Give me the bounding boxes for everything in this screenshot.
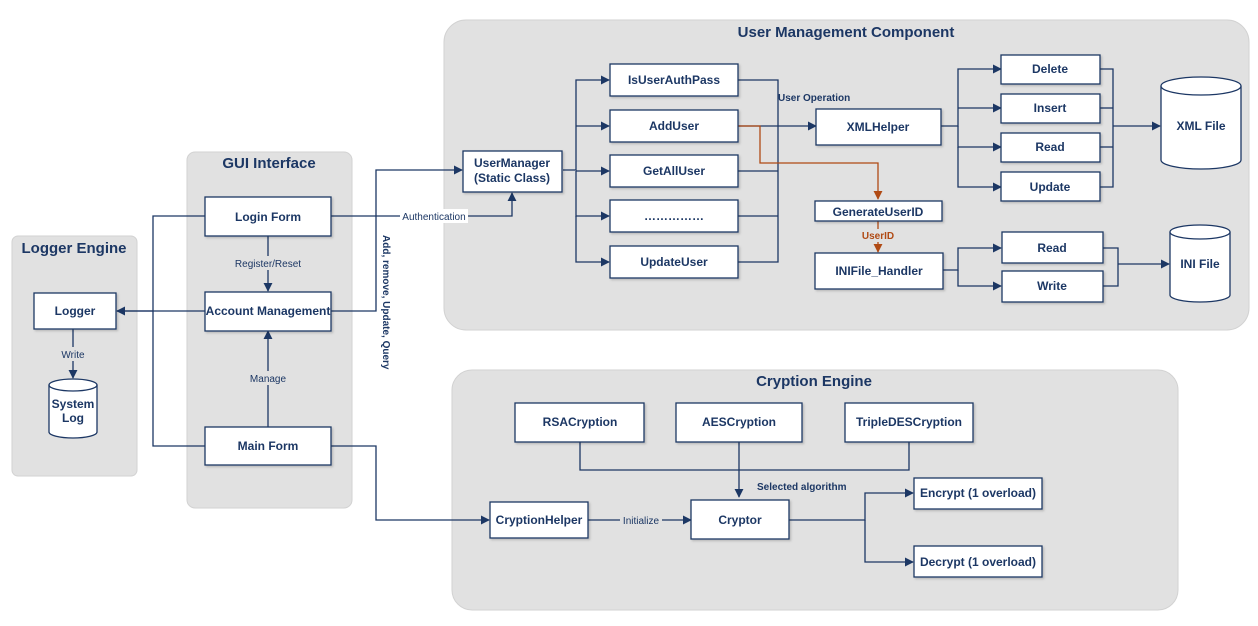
dots-box: …………… xyxy=(609,199,739,233)
delete-box: Delete xyxy=(1000,54,1101,85)
edge-ini-bus xyxy=(1103,247,1119,287)
update-user-label: UpdateUser xyxy=(640,255,708,269)
label-register-reset: Register/Reset xyxy=(235,259,301,270)
user-manager-box: UserManager (Static Class) xyxy=(462,150,563,193)
edge-xml-bus xyxy=(1100,68,1114,188)
edge-main-to-cryptionhelper xyxy=(331,445,490,525)
is-user-auth-pass-label: IsUserAuthPass xyxy=(628,73,720,87)
generate-user-id-label: GenerateUserID xyxy=(833,205,924,219)
panel-title-gui: GUI Interface xyxy=(222,155,315,172)
label-user-id: UserID xyxy=(862,231,894,242)
encrypt-label: Encrypt (1 overload) xyxy=(920,486,1036,500)
aes-cryption-box: AESCryption xyxy=(675,402,803,443)
insert-label: Insert xyxy=(1034,101,1067,115)
label-initialize: Initialize xyxy=(623,516,660,527)
read-xml-label: Read xyxy=(1035,140,1064,154)
update-box: Update xyxy=(1000,171,1101,202)
data-stores: System Log XML File INI File xyxy=(48,76,1242,439)
get-all-user-box: GetAllUser xyxy=(609,154,739,188)
edge-xml-update xyxy=(957,147,1002,192)
xml-helper-label: XMLHelper xyxy=(847,120,910,134)
edge-login-to-usermanager xyxy=(331,192,517,217)
account-management-box: Account Management xyxy=(204,291,332,332)
add-user-box: AddUser xyxy=(609,109,739,143)
triple-des-cryption-box: TripleDESCryption xyxy=(844,402,974,443)
read-ini-label: Read xyxy=(1037,241,1066,255)
insert-box: Insert xyxy=(1000,93,1101,124)
label-write: Write xyxy=(61,350,85,361)
account-management-label: Account Management xyxy=(206,304,331,318)
edge-xml-delete xyxy=(941,64,1002,127)
read-ini-box: Read xyxy=(1001,231,1104,264)
get-all-user-label: GetAllUser xyxy=(643,164,705,178)
cryption-helper-box: CryptionHelper xyxy=(489,501,589,539)
user-manager-label-2: (Static Class) xyxy=(474,171,550,185)
decrypt-label: Decrypt (1 overload) xyxy=(920,555,1036,569)
encrypt-box: Encrypt (1 overload) xyxy=(913,477,1043,510)
delete-label: Delete xyxy=(1032,62,1068,76)
label-authentication: Authentication xyxy=(402,212,465,223)
cryption-helper-label: CryptionHelper xyxy=(496,513,583,527)
main-form-box: Main Form xyxy=(204,426,332,466)
edge-labels: Register/Reset Manage Write Authenticati… xyxy=(60,93,894,527)
edge-algos-bus xyxy=(579,442,910,471)
system-log-cylinder-icon: System Log xyxy=(48,378,98,439)
update-user-box: UpdateUser xyxy=(609,245,739,279)
main-form-label: Main Form xyxy=(238,439,299,453)
edge-um-isuserauthpass xyxy=(563,75,610,171)
write-ini-box: Write xyxy=(1001,270,1104,303)
triple-des-cryption-label: TripleDESCryption xyxy=(856,415,962,429)
panel-title-cryption: Cryption Engine xyxy=(756,373,872,390)
edge-ini-write xyxy=(957,270,1002,291)
add-user-label: AddUser xyxy=(649,119,699,133)
ini-file-label: INI File xyxy=(1180,257,1220,271)
ini-file-handler-label: INIFile_Handler xyxy=(835,264,923,278)
edge-ini-read xyxy=(943,243,1002,271)
edge-account-to-usermanager xyxy=(331,165,463,312)
login-form-box: Login Form xyxy=(204,196,332,237)
logger-label: Logger xyxy=(55,304,96,318)
edge-cryptor-decrypt xyxy=(864,520,914,567)
label-manage: Manage xyxy=(250,374,287,385)
label-selected-algorithm: Selected algorithm xyxy=(757,482,847,493)
panel-title-logger: Logger Engine xyxy=(22,240,127,257)
is-user-auth-pass-box: IsUserAuthPass xyxy=(609,63,739,97)
xml-file-label: XML File xyxy=(1176,119,1225,133)
xml-helper-box: XMLHelper xyxy=(815,108,942,146)
edge-mainform-to-logger xyxy=(152,311,205,447)
write-ini-label: Write xyxy=(1037,279,1067,293)
ini-file-cylinder-icon: INI File xyxy=(1169,224,1231,303)
decrypt-box: Decrypt (1 overload) xyxy=(913,545,1043,578)
rsa-cryption-box: RSACryption xyxy=(514,402,645,443)
login-form-label: Login Form xyxy=(235,210,301,224)
xml-file-cylinder-icon: XML File xyxy=(1160,76,1242,170)
rsa-cryption-label: RSACryption xyxy=(543,415,618,429)
system-log-label-2: Log xyxy=(62,411,84,425)
read-xml-box: Read xyxy=(1000,132,1101,163)
user-manager-label-1: UserManager xyxy=(474,156,550,170)
dots-label: …………… xyxy=(644,209,704,223)
panel-title-user-management: User Management Component xyxy=(738,24,955,41)
connectors xyxy=(68,64,1170,567)
cryptor-box: Cryptor xyxy=(690,499,790,540)
logger-box: Logger xyxy=(33,292,117,330)
label-add-remove-update-query: Add, remove, Update, Query xyxy=(380,235,391,370)
ini-file-handler-box: INIFile_Handler xyxy=(814,252,944,290)
aes-cryption-label: AESCryption xyxy=(702,415,776,429)
generate-user-id-box: GenerateUserID xyxy=(814,200,943,222)
boxes: Login Form Account Management Main Form … xyxy=(33,54,1104,578)
edge-adduser-to-generateuserid xyxy=(738,125,883,200)
cryptor-label: Cryptor xyxy=(718,513,762,527)
label-user-operation: User Operation xyxy=(778,93,850,104)
edge-um-updateuser xyxy=(575,216,610,267)
system-log-label-1: System xyxy=(52,397,95,411)
edge-cryptor-encrypt xyxy=(789,488,914,521)
update-label: Update xyxy=(1030,180,1071,194)
